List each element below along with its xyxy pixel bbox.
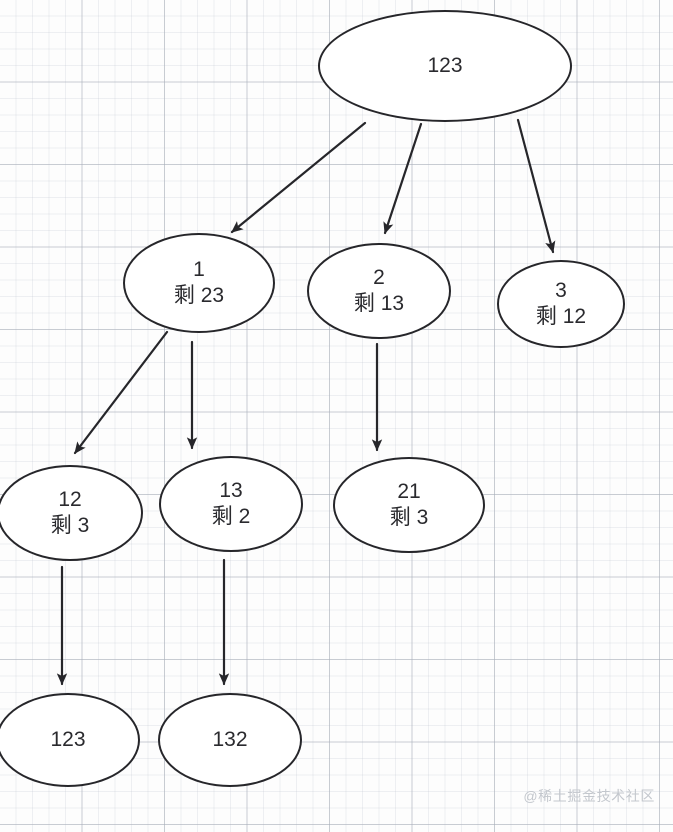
node-l123-value: 123	[50, 728, 86, 752]
node-root[interactable]: 123	[318, 10, 572, 122]
edge-root-to-2	[383, 122, 423, 235]
node-n3-remainder: 剩 12	[535, 305, 587, 328]
node-n21-value: 21	[397, 480, 421, 504]
node-n1-value: 1	[193, 258, 205, 282]
node-l123[interactable]: 123	[0, 693, 140, 787]
edge-root-to-1	[230, 121, 367, 234]
node-l132[interactable]: 132	[158, 693, 302, 787]
edge-root-to-3	[516, 118, 556, 254]
watermark: @稀土掘金技术社区	[523, 788, 655, 804]
node-l132-value: 132	[212, 728, 248, 752]
node-n13-value: 13	[219, 479, 243, 503]
node-n12-value: 12	[58, 488, 82, 512]
node-n2-remainder: 剩 13	[353, 292, 405, 315]
node-root-value: 123	[427, 54, 463, 78]
edge-1-to-12	[73, 330, 169, 455]
node-n12-remainder: 剩 3	[50, 514, 90, 537]
node-n3-value: 3	[555, 279, 567, 303]
node-n21-remainder: 剩 3	[389, 506, 429, 529]
node-n1-remainder: 剩 23	[173, 284, 225, 307]
node-n2-value: 2	[373, 266, 385, 290]
node-n13-remainder: 剩 2	[211, 505, 251, 528]
